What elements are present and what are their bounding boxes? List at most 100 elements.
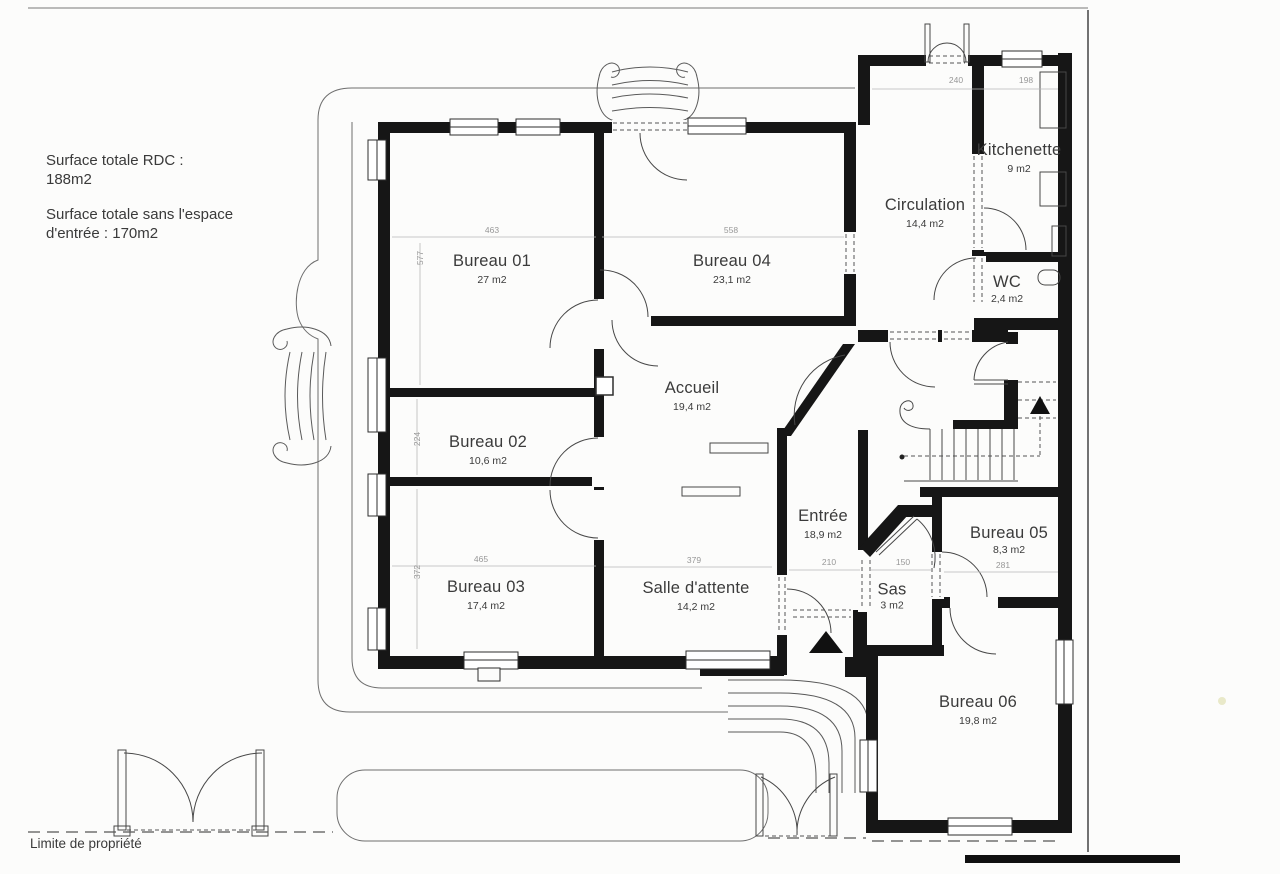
room-name: Bureau 06 <box>939 693 1017 711</box>
staircase <box>899 400 1018 482</box>
property-limit-label: Limite de propriété <box>30 836 142 851</box>
dim-label: 210 <box>819 557 839 567</box>
door-bureau-01 <box>549 299 599 349</box>
sas-diagonal-wall <box>860 505 908 557</box>
room-area: 23,1 m2 <box>713 274 751 286</box>
windows <box>367 50 1074 836</box>
room-name: WC <box>993 273 1021 291</box>
room-area: 9 m2 <box>1007 163 1031 175</box>
handrail-curl <box>899 400 931 430</box>
kitchen-counter <box>1039 71 1067 129</box>
room-area: 18,9 m2 <box>804 529 842 541</box>
kitchen-appliance <box>1039 171 1067 207</box>
room-label-bureau-05: Bureau 05 8,3 m2 <box>970 524 1048 556</box>
room-area: 10,6 m2 <box>469 455 507 467</box>
room-name: Bureau 05 <box>970 524 1048 542</box>
note-line: 188m2 <box>46 170 92 188</box>
gate-left-leaf <box>123 752 194 823</box>
room-label-sas: Sas 3 m2 <box>877 581 906 612</box>
entrance-arrow-icon <box>809 631 843 653</box>
gate-right-leaf <box>192 752 263 823</box>
room-label-bureau-02: Bureau 02 10,6 m2 <box>449 433 527 467</box>
room-name: Bureau 02 <box>449 433 527 451</box>
entrance-steps <box>728 679 869 793</box>
scale-bar <box>965 855 1180 863</box>
door-circulation-b <box>973 341 1009 381</box>
gates <box>113 749 838 837</box>
door-wc <box>933 257 977 301</box>
note-line: Surface totale RDC : <box>46 152 184 169</box>
dim-label: 463 <box>482 225 502 235</box>
room-area: 14,4 m2 <box>906 218 944 230</box>
door-top-porch <box>639 132 688 181</box>
room-name: Accueil <box>664 379 720 397</box>
door-bureau-06 <box>949 607 997 655</box>
room-label-accueil: Accueil 19,4 m2 <box>665 379 720 413</box>
door-arcs <box>549 23 1027 655</box>
small-gate-left-leaf <box>760 776 798 836</box>
door-sas <box>916 518 936 569</box>
dim-label: 240 <box>946 75 966 85</box>
room-area: 17,4 m2 <box>467 600 505 612</box>
room-area: 19,4 m2 <box>673 401 711 413</box>
dim-label: 198 <box>1016 75 1036 85</box>
room-name: Bureau 01 <box>453 252 531 270</box>
surface-note-rdc: Surface totale RDC : 188m2 <box>46 152 184 190</box>
room-area: 2,4 m2 <box>990 293 1024 305</box>
room-label-bureau-01: Bureau 01 27 m2 <box>453 252 531 286</box>
property-boundary <box>28 7 1089 852</box>
front-terrace-outline <box>336 769 769 842</box>
pillar <box>595 376 614 396</box>
room-name: Entrée <box>798 507 848 525</box>
note-line: Surface totale sans l'espace <box>46 206 234 223</box>
dimension-lines <box>392 88 1058 649</box>
small-gate-right-leaf <box>796 776 836 836</box>
dim-label: 379 <box>684 555 704 565</box>
fixtures <box>681 71 1067 497</box>
room-area: 8,3 m2 <box>992 544 1026 556</box>
room-name: Sas <box>877 580 907 599</box>
room-name: Bureau 04 <box>693 252 771 270</box>
room-label-kitchenette: Kitchenette 9 m2 <box>977 141 1062 175</box>
dim-label: 281 <box>993 560 1013 570</box>
stairs-up-arrow-icon <box>1030 396 1050 414</box>
dim-label: 465 <box>471 554 491 564</box>
room-label-entree: Entrée 18,9 m2 <box>798 507 848 541</box>
dim-label: 224 <box>412 431 422 447</box>
room-area: 27 m2 <box>477 274 507 286</box>
room-name: Salle d'attente <box>642 579 750 597</box>
dashed-openings <box>120 55 1056 837</box>
reception-desk <box>709 442 769 454</box>
door-bureau-03 <box>549 489 599 539</box>
door-salle-entree <box>786 588 832 634</box>
room-name: Kitchenette <box>976 141 1062 159</box>
door-bureau-05 <box>941 551 988 598</box>
surface-note-sans-entree: Surface totale sans l'espace d'entrée : … <box>46 206 233 244</box>
room-label-salle-attente: Salle d'attente 14,2 m2 <box>642 579 749 613</box>
door-bureau-04 <box>599 269 649 318</box>
dim-label: 372 <box>412 564 422 580</box>
note-line: d'entrée : 170m2 <box>46 224 159 242</box>
room-label-bureau-03: Bureau 03 17,4 m2 <box>447 578 525 612</box>
room-label-circulation: Circulation 14,4 m2 <box>885 196 965 230</box>
door-circulation-exterior <box>927 42 948 63</box>
scan-speck <box>1218 697 1226 705</box>
left-scroll-steps <box>272 326 332 466</box>
room-label-bureau-04: Bureau 04 23,1 m2 <box>693 252 771 286</box>
room-name: Circulation <box>884 196 966 214</box>
door-circulation-a <box>889 341 936 388</box>
reception-desk <box>681 486 741 497</box>
toilet <box>1037 269 1061 286</box>
dim-label: 558 <box>721 225 741 235</box>
room-area: 3 m2 <box>880 599 904 612</box>
room-name: Bureau 03 <box>447 578 525 596</box>
room-area: 14,2 m2 <box>677 601 715 613</box>
walkway-outline <box>295 87 855 842</box>
entree-diagonal-wall <box>779 344 855 436</box>
room-label-bureau-06: Bureau 06 19,8 m2 <box>939 693 1017 727</box>
door-bureau-02 <box>549 437 599 487</box>
dim-label: 150 <box>893 557 913 567</box>
room-label-wc: WC 2,4 m2 <box>991 273 1023 305</box>
